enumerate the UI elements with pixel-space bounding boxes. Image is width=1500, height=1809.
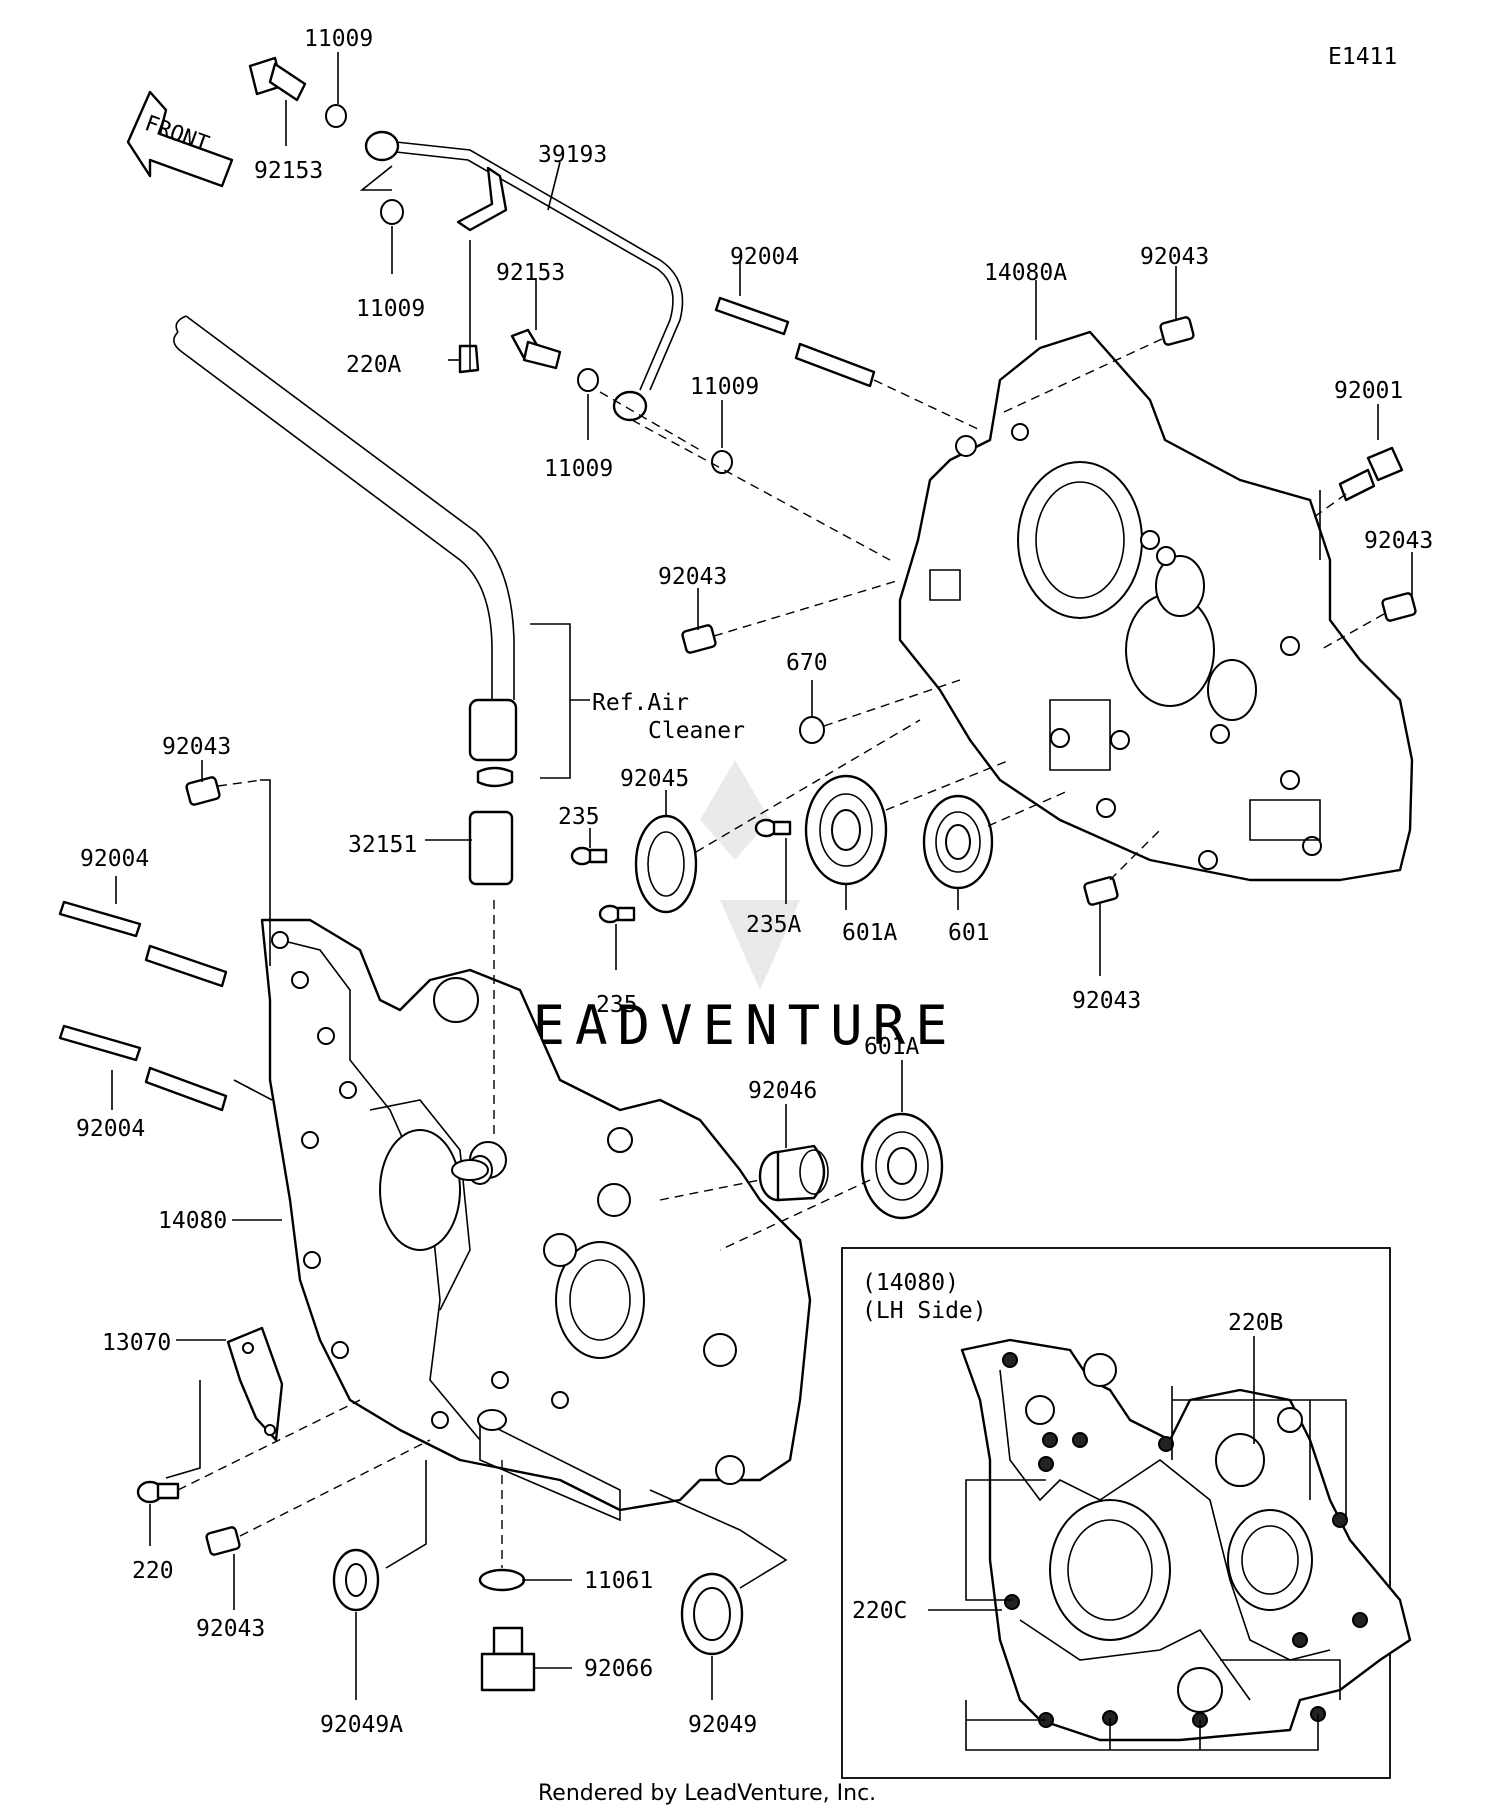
oil-seal-92049A — [332, 1548, 380, 1612]
label-601A-b: 601A — [864, 1034, 920, 1060]
label-235-b: 235 — [596, 992, 638, 1018]
label-235-a: 235 — [558, 804, 600, 830]
bearing-601 — [922, 794, 994, 890]
bolt-92001 — [1338, 446, 1404, 502]
label-92004-top: 92004 — [730, 244, 799, 270]
label-39193: 39193 — [538, 142, 607, 168]
diagram-code: E1411 — [1328, 44, 1397, 70]
inset-title-line1: (14080) — [862, 1270, 959, 1296]
crankcase-right-14080A — [898, 330, 1414, 882]
oil-seal-92049 — [680, 1572, 744, 1656]
label-14080: 14080 — [158, 1208, 227, 1234]
oil-seal-92045 — [634, 814, 698, 914]
label-92043-l: 92043 — [162, 734, 231, 760]
screws-235 — [570, 818, 792, 924]
dowel-pins — [185, 316, 1417, 1556]
label-92043-bl: 92043 — [196, 1616, 265, 1642]
leader-lines — [111, 52, 1413, 1700]
label-14080A: 14080A — [984, 260, 1067, 286]
pipe-32151 — [468, 810, 514, 886]
label-220: 220 — [132, 1558, 174, 1584]
label-601: 601 — [948, 920, 990, 946]
screw-220 — [136, 1480, 180, 1504]
label-92153-top: 92153 — [254, 158, 323, 184]
label-92045: 92045 — [620, 766, 689, 792]
label-670: 670 — [786, 650, 828, 676]
watermark-logo — [700, 760, 800, 990]
air-cleaner-hose — [173, 315, 518, 788]
label-220A: 220A — [346, 352, 402, 378]
washer-11061 — [478, 1568, 526, 1592]
label-220C: 220C — [852, 1598, 907, 1624]
crankcase-left-14080 — [260, 918, 812, 1522]
label-92153-mid: 92153 — [496, 260, 565, 286]
label-92066: 92066 — [584, 1656, 653, 1682]
label-92001: 92001 — [1334, 378, 1403, 404]
label-92049A: 92049A — [320, 1712, 403, 1738]
needle-bearing-92046 — [758, 1144, 829, 1202]
label-92004-l1: 92004 — [80, 846, 149, 872]
inset-title-line2: (LH Side) — [862, 1298, 987, 1324]
studs-92004-left — [58, 900, 228, 1112]
label-11009-b: 11009 — [356, 296, 425, 322]
label-601A-top: 601A — [842, 920, 898, 946]
guide-13070 — [226, 1326, 284, 1442]
label-32151: 32151 — [348, 832, 417, 858]
front-arrow: FRONT — [126, 90, 234, 188]
label-11009-top: 11009 — [304, 26, 373, 52]
bearing-601A-top — [804, 774, 888, 886]
o-ring-670 — [799, 716, 825, 744]
label-92043-r: 92043 — [1364, 528, 1433, 554]
label-11009-c: 11009 — [544, 456, 613, 482]
inset-lh-side: (14080) (LH Side) 220B 220C — [841, 1247, 1412, 1779]
part-labels: 11009 92153 39193 11009 220A 92153 11009… — [76, 26, 1433, 1738]
stud-92004-top — [714, 296, 876, 388]
assembly-lines — [177, 337, 1385, 1568]
label-220B: 220B — [1228, 1310, 1283, 1336]
bearing-601A-bottom — [860, 1112, 944, 1220]
label-13070: 13070 — [102, 1330, 171, 1356]
label-11009-d: 11009 — [690, 374, 759, 400]
label-92004-l2: 92004 — [76, 1116, 145, 1142]
ref-note-line1: Ref.Air — [592, 690, 689, 716]
label-92043-br: 92043 — [1072, 988, 1141, 1014]
label-11061: 11061 — [584, 1568, 653, 1594]
footer-credit: Rendered by LeadVenture, Inc. — [538, 1781, 876, 1806]
label-92046: 92046 — [748, 1078, 817, 1104]
label-235A: 235A — [746, 912, 802, 938]
breather-pipe-assembly — [248, 56, 733, 474]
drain-plug-92066 — [480, 1626, 536, 1692]
ref-note-line2: Cleaner — [648, 718, 745, 744]
label-92049: 92049 — [688, 1712, 757, 1738]
label-92043-m: 92043 — [658, 564, 727, 590]
label-92043-tr: 92043 — [1140, 244, 1209, 270]
watermark: LEADVENTURE — [490, 994, 958, 1057]
